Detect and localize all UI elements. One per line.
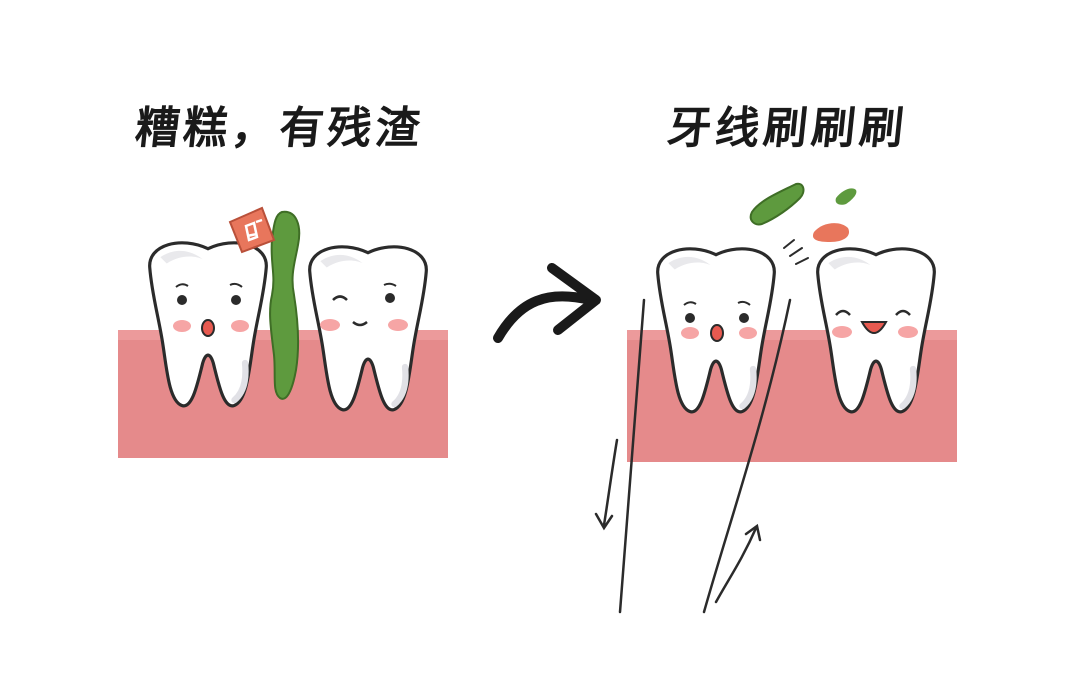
- down-arrow-icon: [594, 438, 619, 531]
- food-orange-stuck: [228, 206, 276, 254]
- gum-right-shade: [627, 330, 957, 340]
- left-scene: [118, 206, 448, 458]
- right-scene: [594, 182, 957, 614]
- food-green-flying: [749, 182, 805, 226]
- face-smile-left: [320, 282, 408, 331]
- curved-arrow-right-icon: [493, 263, 601, 343]
- food-green-stuck: [269, 210, 301, 400]
- face-surprised-left: [173, 282, 249, 337]
- face-surprised-right: [681, 300, 757, 342]
- floss-strands: [618, 298, 792, 614]
- food-green-small: [835, 188, 857, 205]
- up-arrow-icon: [714, 523, 762, 604]
- motion-lines: [783, 239, 809, 265]
- food-orange-flying: [812, 223, 850, 242]
- face-happy-right: [832, 309, 918, 338]
